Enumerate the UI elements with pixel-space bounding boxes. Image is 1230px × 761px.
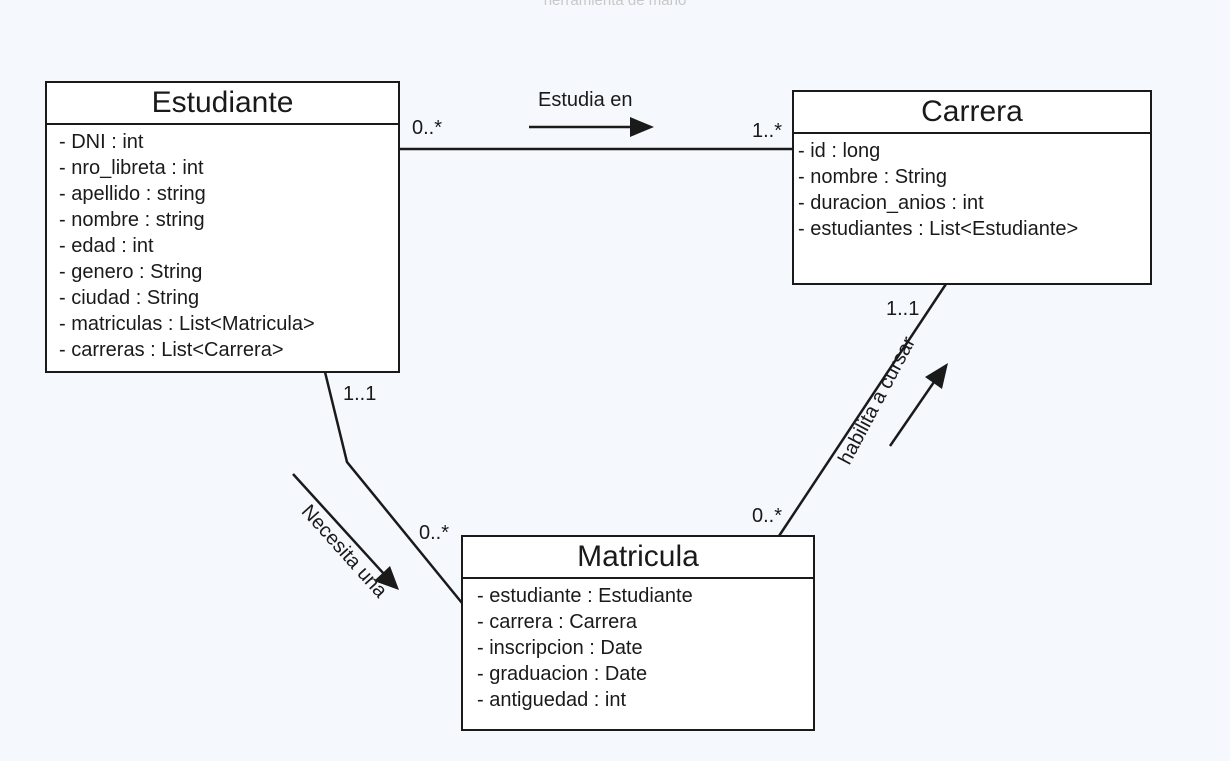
multiplicity-necesita-source: 1..1 <box>343 383 377 405</box>
attribute: - antiguedad : int <box>477 689 626 711</box>
class-matricula-attributes: - estudiante : Estudiante - carrera : Ca… <box>463 579 813 713</box>
attribute: - carreras : List<Carrera> <box>59 339 284 361</box>
association-habilita-line[interactable] <box>777 283 948 537</box>
attribute: - genero : String <box>59 261 203 283</box>
class-matricula-name: Matricula <box>463 537 813 579</box>
attribute: - ciudad : String <box>59 287 200 309</box>
multiplicity-habilita-source: 0..* <box>752 505 783 527</box>
attribute: - nro_libreta : int <box>59 157 204 179</box>
attribute: - inscripcion : Date <box>477 637 643 659</box>
association-estudia-label: Estudia en <box>538 89 633 111</box>
attribute: - estudiante : Estudiante <box>477 585 693 607</box>
habilita-direction-arrow-head <box>925 363 948 389</box>
class-estudiante-name: Estudiante <box>47 83 398 125</box>
multiplicity-necesita-target: 0..* <box>419 522 450 544</box>
estudia-direction-arrow-head <box>630 117 654 137</box>
necesita-direction-arrow-shaft <box>292 473 385 575</box>
multiplicity-habilita-target: 1..1 <box>886 298 920 320</box>
class-matricula[interactable]: Matricula - estudiante : Estudiante - ca… <box>461 535 815 731</box>
multiplicity-estudia-target: 1..* <box>752 120 783 142</box>
attribute: - nombre : String <box>798 166 947 188</box>
attribute: - graduacion : Date <box>477 663 648 685</box>
class-estudiante[interactable]: Estudiante - DNI : int - nro_libreta : i… <box>45 81 400 373</box>
attribute: - matriculas : List<Matricula> <box>59 313 315 335</box>
top-caption: herramienta de mano <box>543 0 687 9</box>
attribute: - nombre : string <box>59 209 205 231</box>
attribute: - estudiantes : List<Estudiante> <box>798 218 1079 240</box>
multiplicity-estudia-source: 0..* <box>412 117 443 139</box>
habilita-direction-arrow-shaft <box>888 381 936 447</box>
attribute: - duracion_anios : int <box>798 192 984 214</box>
attribute: - apellido : string <box>59 183 206 205</box>
association-necesita-line[interactable] <box>323 371 463 604</box>
attribute: - edad : int <box>59 235 154 257</box>
class-estudiante-attributes: - DNI : int - nro_libreta : int - apelli… <box>47 125 398 363</box>
attribute: - id : long <box>798 140 881 162</box>
attribute: - DNI : int <box>59 131 144 153</box>
attribute: - carrera : Carrera <box>477 611 638 633</box>
class-carrera-name: Carrera <box>794 92 1150 134</box>
class-carrera[interactable]: Carrera - id : long - nombre : String - … <box>792 90 1152 285</box>
class-carrera-attributes: - id : long - nombre : String - duracion… <box>794 134 1150 242</box>
necesita-direction-arrow-head <box>374 566 399 590</box>
